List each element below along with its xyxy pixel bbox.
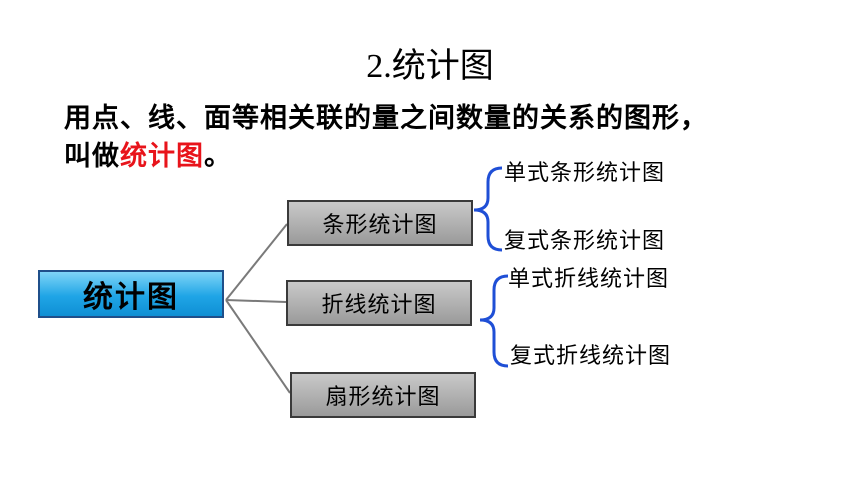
leaf-line-single: 单式折线统计图 <box>508 267 670 292</box>
title-number: 2. <box>366 48 392 85</box>
brace-line-types <box>479 274 509 368</box>
branch-node-bar: 条形统计图 <box>287 200 473 246</box>
definition-highlight: 统计图 <box>120 141 204 172</box>
root-node: 统计图 <box>38 270 224 318</box>
branch-node-pie: 扇形统计图 <box>290 372 476 418</box>
connector-root-pie <box>225 299 291 394</box>
definition-prefix: 叫做 <box>64 141 120 172</box>
connector-root-bar <box>225 223 288 301</box>
definition-line-2: 叫做统计图。 <box>64 138 854 176</box>
title-text: 统计图 <box>391 46 494 86</box>
leaf-line-multi: 复式折线统计图 <box>510 344 672 369</box>
definition-suffix: 。 <box>204 141 232 172</box>
brace-bar-types <box>473 166 503 252</box>
definition-line-1: 用点、线、面等相关联的量之间数量的关系的图形， <box>64 103 708 134</box>
connector-root-line <box>225 299 287 303</box>
leaf-bar-multi: 复式条形统计图 <box>504 229 666 254</box>
branch-node-line: 折线统计图 <box>286 280 472 326</box>
leaf-bar-single: 单式条形统计图 <box>504 161 666 186</box>
definition-text: 用点、线、面等相关联的量之间数量的关系的图形， 叫做统计图。 <box>64 100 854 176</box>
page-title: 2.统计图 <box>0 44 860 89</box>
